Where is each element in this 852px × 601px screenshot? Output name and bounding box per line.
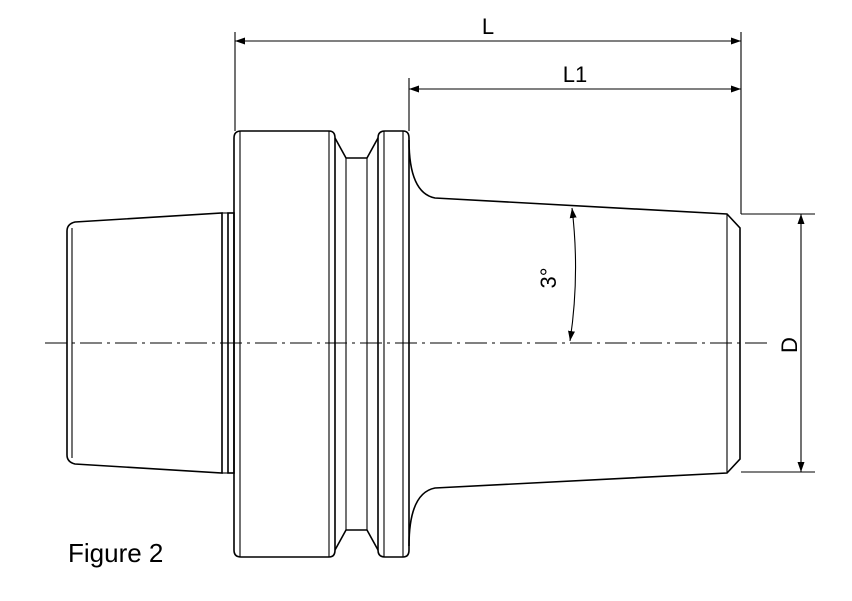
figure-caption: Figure 2 xyxy=(68,538,163,568)
dimension-L-label: L xyxy=(482,14,494,39)
dimension-L1-label: L1 xyxy=(563,62,587,87)
dimension-D: D xyxy=(741,213,815,473)
dimension-taper-angle: 3° xyxy=(536,207,577,342)
taper-angle-label: 3° xyxy=(536,267,561,288)
flange-body xyxy=(233,130,410,558)
dimension-L1: L1 xyxy=(408,62,741,131)
taper-shank xyxy=(408,139,741,547)
dimension-L: L xyxy=(234,14,742,214)
dimension-D-label: D xyxy=(777,337,802,353)
